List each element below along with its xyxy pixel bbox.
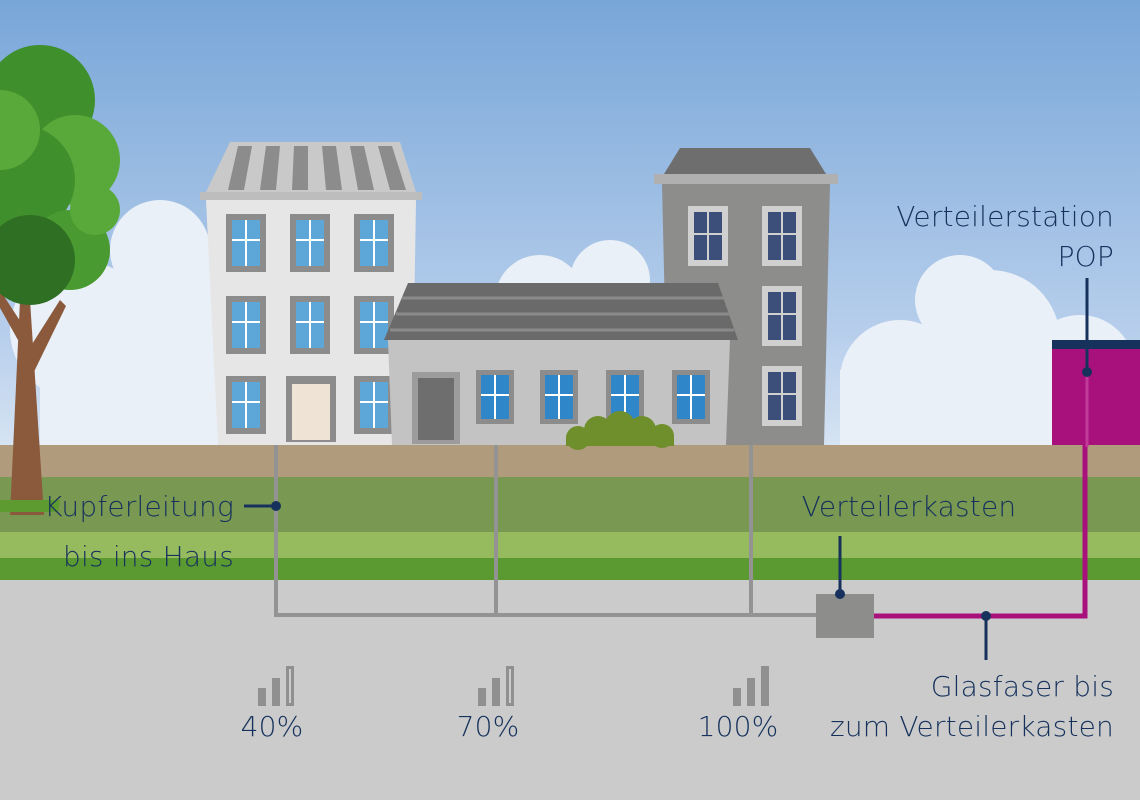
grass-strip — [0, 558, 1140, 580]
pop-label-line1: Verteilerstation — [896, 200, 1114, 233]
fiber-label-line1: Glasfaser bis — [930, 670, 1114, 703]
signal-indicators — [258, 666, 769, 706]
signal-bar — [258, 688, 266, 706]
signal-bar — [761, 666, 769, 706]
leader-lines — [244, 278, 1089, 660]
fiber-line — [874, 445, 1088, 619]
copper-label-line1: Kupferleitung — [44, 490, 234, 523]
tree-icon — [0, 45, 120, 515]
soil-band — [0, 445, 1140, 477]
signal-label-70: 70% — [456, 710, 520, 743]
signal-label-100: 100% — [697, 710, 779, 743]
grass-band-light — [0, 532, 1140, 558]
building-left — [200, 142, 422, 445]
copper-lines — [274, 445, 818, 617]
grass-band-dark — [0, 477, 1140, 532]
signal-strength-icon — [258, 666, 294, 706]
building-middle — [384, 283, 738, 450]
signal-strength-icon — [478, 666, 514, 706]
signal-bar — [478, 688, 486, 706]
signal-bar — [733, 688, 741, 706]
signal-strength-icon — [733, 666, 769, 706]
copper-label-line2: bis ins Haus — [62, 540, 234, 573]
bush — [566, 411, 674, 450]
signal-bar — [272, 678, 280, 706]
building-right — [654, 148, 838, 445]
pop-label-line2: POP — [1057, 240, 1114, 273]
signal-bar — [492, 678, 500, 706]
fiber-label-line2: zum Verteilerkasten — [829, 710, 1114, 743]
signal-bar — [506, 666, 514, 706]
distribution-cabinet-icon — [816, 594, 874, 638]
leader-dots — [271, 367, 1092, 621]
pop-station-icon — [1052, 340, 1140, 445]
cabinet-label: Verteilerkasten — [801, 490, 1017, 523]
signal-bar — [286, 666, 294, 706]
signal-label-40: 40% — [240, 710, 304, 743]
signal-bar — [747, 678, 755, 706]
